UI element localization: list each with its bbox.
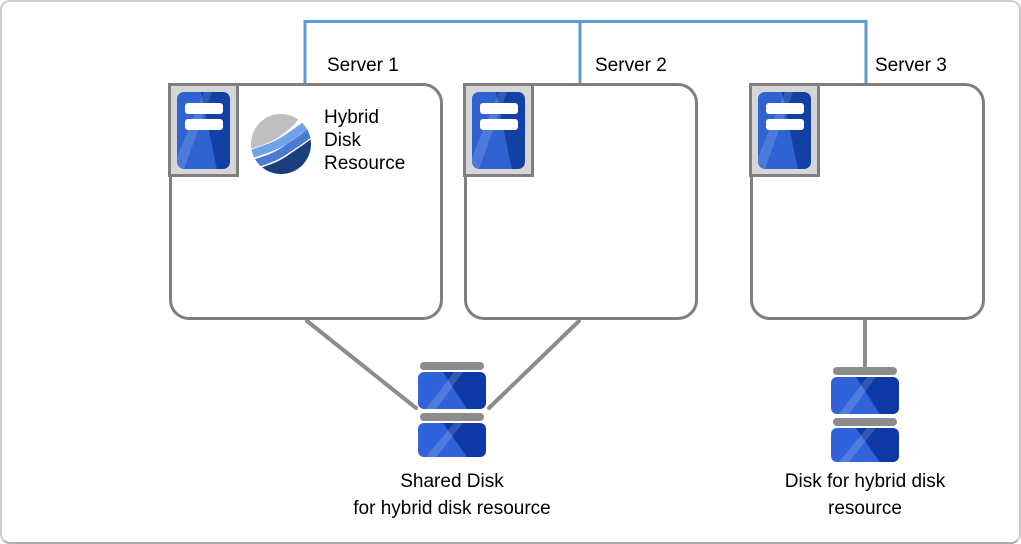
shared-disk-label: Shared Disk for hybrid disk resource [353, 471, 551, 519]
shared-disk-icon [418, 362, 486, 457]
hybrid-disk-resource-globe-icon [251, 114, 311, 174]
server-3-label: Server 3 [875, 55, 947, 76]
server-1-label: Server 1 [327, 55, 399, 76]
server-tower-icon [463, 83, 534, 177]
hybrid-disk-resource-label: Hybrid Disk Resource [324, 107, 406, 174]
server-2-label: Server 2 [595, 55, 667, 76]
server-tower-icon [168, 83, 239, 177]
server-tower-icon [749, 83, 820, 177]
hybrid-disk-icon [831, 367, 899, 462]
hybrid-disk-label: Disk for hybrid disk resource [784, 471, 946, 519]
